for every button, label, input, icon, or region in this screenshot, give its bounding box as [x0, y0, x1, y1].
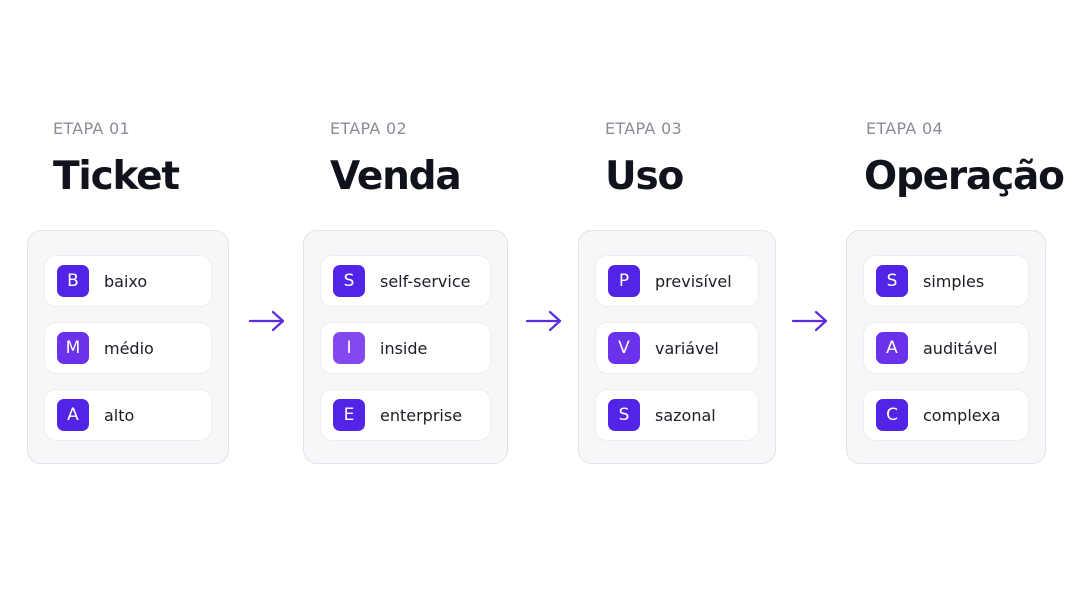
item-label: previsível — [655, 272, 732, 291]
stage-title: Venda — [330, 154, 462, 199]
letter-badge: A — [57, 399, 89, 431]
stage-step-label: ETAPA 03 — [605, 119, 683, 138]
item-label: variável — [655, 339, 719, 358]
stage-title: Ticket — [53, 154, 180, 199]
list-item: S simples — [863, 255, 1029, 307]
item-label: enterprise — [380, 406, 463, 425]
item-label: médio — [104, 339, 154, 358]
letter-badge: C — [876, 399, 908, 431]
letter-badge: M — [57, 332, 89, 364]
item-label: sazonal — [655, 406, 716, 425]
list-item: V variável — [595, 322, 759, 374]
list-item: S self-service — [320, 255, 491, 307]
stage-title: Operação — [864, 154, 1065, 199]
list-item: M médio — [44, 322, 212, 374]
stage-card: B baixo M médio A alto — [27, 230, 229, 464]
stage-card: S simples A auditável C complexa — [846, 230, 1046, 464]
item-label: inside — [380, 339, 428, 358]
list-item: C complexa — [863, 389, 1029, 441]
letter-badge: P — [608, 265, 640, 297]
stage-title: Uso — [605, 154, 684, 199]
stage-step-label: ETAPA 01 — [53, 119, 131, 138]
item-label: simples — [923, 272, 985, 291]
list-item: S sazonal — [595, 389, 759, 441]
list-item: A alto — [44, 389, 212, 441]
item-label: baixo — [104, 272, 148, 291]
stage-step-label: ETAPA 04 — [866, 119, 944, 138]
list-item: B baixo — [44, 255, 212, 307]
item-label: complexa — [923, 406, 1001, 425]
letter-badge: I — [333, 332, 365, 364]
arrow-right-icon — [791, 310, 828, 332]
item-label: alto — [104, 406, 135, 425]
item-label: self-service — [380, 272, 471, 291]
stage-step-label: ETAPA 02 — [330, 119, 408, 138]
letter-badge: S — [876, 265, 908, 297]
letter-badge: S — [333, 265, 365, 297]
letter-badge: S — [608, 399, 640, 431]
stage-card: P previsível V variável S sazonal — [578, 230, 776, 464]
letter-badge: A — [876, 332, 908, 364]
list-item: A auditável — [863, 322, 1029, 374]
letter-badge: B — [57, 265, 89, 297]
list-item: E enterprise — [320, 389, 491, 441]
item-label: auditável — [923, 339, 998, 358]
list-item: P previsível — [595, 255, 759, 307]
stage-card: S self-service I inside E enterprise — [303, 230, 508, 464]
letter-badge: E — [333, 399, 365, 431]
arrow-right-icon — [525, 310, 562, 332]
arrow-right-icon — [248, 310, 285, 332]
letter-badge: V — [608, 332, 640, 364]
list-item: I inside — [320, 322, 491, 374]
